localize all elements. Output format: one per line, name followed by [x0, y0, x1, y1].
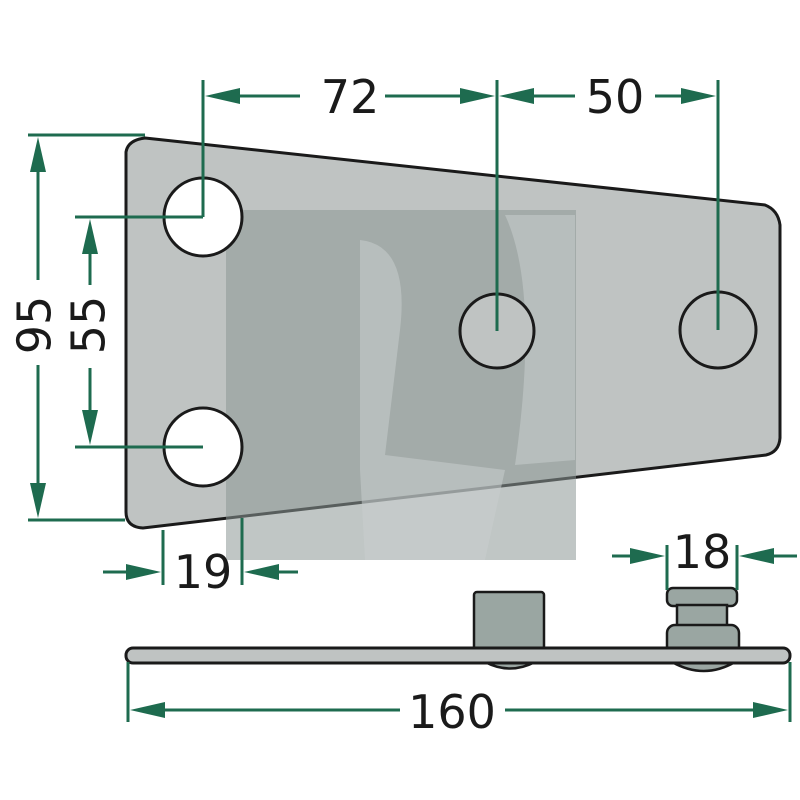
dim-72-label: 72 — [321, 70, 380, 124]
dim-160-label: 160 — [408, 685, 496, 739]
plate-side-view — [124, 586, 792, 673]
dimension-50: 50 — [499, 70, 720, 330]
dim-95-label: 95 — [8, 296, 62, 355]
plate-side-strip — [124, 646, 792, 665]
dimension-95: 95 — [8, 133, 145, 522]
watermark-logo — [226, 210, 576, 560]
bushing-boss — [472, 590, 546, 658]
bolt-neck — [675, 603, 729, 629]
bolt-head-top — [665, 586, 739, 608]
dimension-72: 72 — [201, 70, 499, 331]
dimension-18: 18 — [612, 525, 797, 590]
dim-55-label: 55 — [62, 296, 116, 355]
dim-50-label: 50 — [586, 70, 645, 124]
dimension-19: 19 — [103, 518, 298, 599]
dim-19-label: 19 — [174, 545, 233, 599]
dimension-55: 55 — [62, 215, 203, 449]
dimension-160: 160 — [126, 662, 792, 739]
dim-18-label: 18 — [673, 525, 732, 579]
